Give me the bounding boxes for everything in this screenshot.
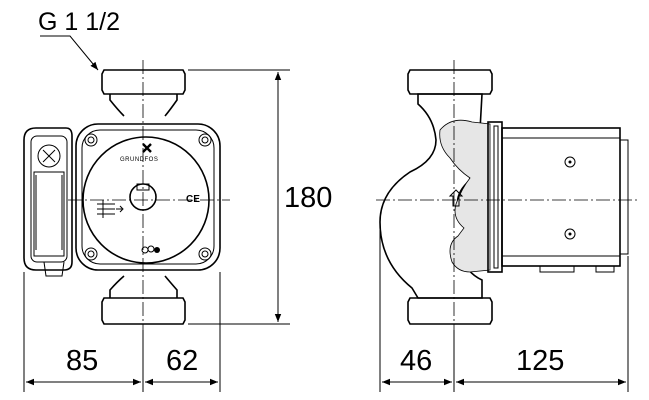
- terminal-box: [23, 127, 73, 277]
- flow-arrow-icon: [448, 189, 464, 207]
- side-top-flange: [407, 69, 493, 95]
- left-width-value: 85: [66, 345, 98, 377]
- right-width-value: 62: [166, 345, 198, 377]
- front-pump-body: [75, 123, 221, 271]
- front-top-flange: [101, 69, 186, 95]
- front-view: GRUNDFOS CE: [23, 60, 230, 340]
- thread-leader-line: [40, 35, 99, 71]
- speed-selector-icon: [97, 200, 124, 218]
- front-width-dimensions: 85 62: [23, 272, 221, 392]
- side-motor-body: [501, 127, 621, 267]
- front-bottom-flange: [101, 297, 186, 325]
- brand-label: GRUNDFOS: [120, 157, 158, 163]
- side-motor-value: 125: [516, 345, 564, 377]
- side-width-dimensions: 46 125: [379, 230, 629, 392]
- front-bolts: [84, 133, 212, 261]
- indicator-symbols-icon: [141, 245, 160, 254]
- side-casting-shading: [439, 119, 491, 273]
- thread-size-label: G 1 1/2: [38, 8, 120, 36]
- side-bottom-flange: [407, 297, 493, 325]
- height-value: 180: [284, 182, 332, 214]
- side-view: [376, 60, 640, 340]
- grundfos-logo-icon: [142, 143, 152, 153]
- height-dimension: 180: [188, 69, 332, 325]
- side-front-value: 46: [400, 345, 432, 377]
- ce-mark: CE: [186, 194, 200, 205]
